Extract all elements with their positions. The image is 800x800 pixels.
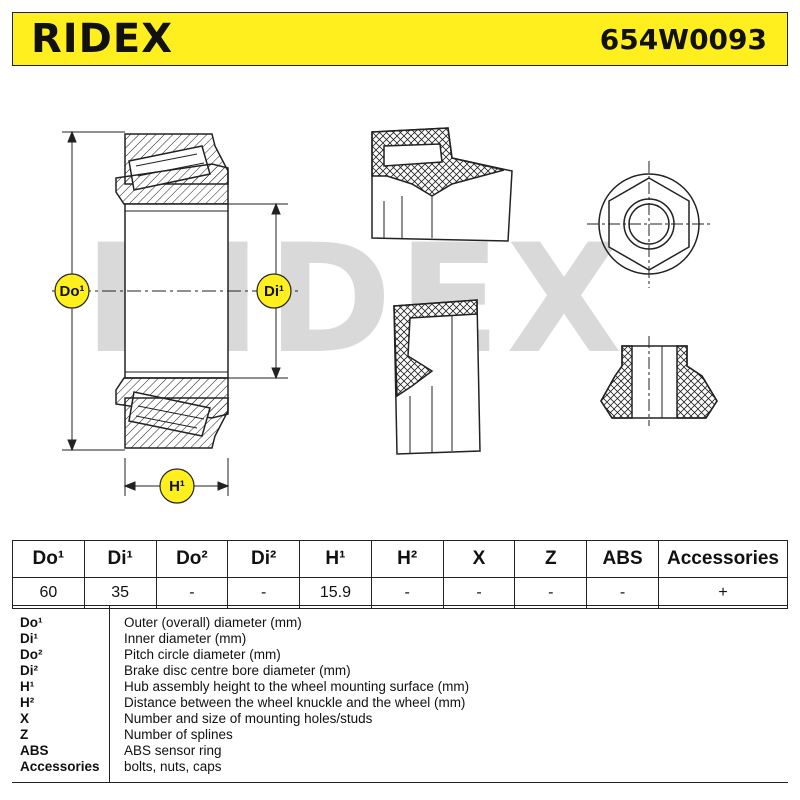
legend-item: Z Number of splines [12, 727, 788, 743]
legend-item: Di¹ Inner diameter (mm) [12, 631, 788, 647]
legend-key: H² [20, 695, 35, 710]
value-cell: - [155, 577, 229, 609]
legend-desc: Hub assembly height to the wheel mountin… [124, 679, 470, 694]
legend-desc: Distance between the wheel knuckle and t… [124, 695, 466, 710]
part-number: 654W0093 [599, 23, 767, 56]
legend-divider [109, 606, 110, 782]
header-cell: Do² [155, 540, 229, 578]
legend-desc: bolts, nuts, caps [124, 759, 222, 774]
legend-key: Accessories [20, 759, 100, 774]
header-cell: Do¹ [12, 540, 85, 578]
legend-key: Do² [20, 647, 43, 662]
value-cell: - [514, 577, 588, 609]
header-cell: Di² [227, 540, 301, 578]
header-cell: ABS [586, 540, 659, 578]
value-cell: - [370, 577, 444, 609]
legend-desc: ABS sensor ring [124, 743, 222, 758]
value-cell: - [227, 577, 301, 609]
svg-text:H¹: H¹ [169, 478, 185, 495]
svg-text:Di¹: Di¹ [264, 283, 284, 300]
header-cell: H¹ [299, 540, 372, 578]
legend-key: Z [20, 727, 29, 742]
legend-key: Do¹ [20, 615, 43, 630]
legend-item: Di² Brake disc centre bore diameter (mm) [12, 663, 788, 679]
value-cell: - [442, 577, 516, 609]
legend-key: Di² [20, 663, 38, 678]
legend-desc: Outer (overall) diameter (mm) [124, 615, 302, 630]
bearing-section-drawing [52, 133, 302, 449]
nut-side-section-drawing [600, 336, 718, 426]
value-cell: 60 [12, 577, 85, 609]
legend-panel: Do¹ Outer (overall) diameter (mm) Di¹ In… [12, 605, 788, 783]
legend-desc: Pitch circle diameter (mm) [124, 647, 281, 662]
header-cell: Di¹ [83, 540, 157, 578]
legend-item: Do² Pitch circle diameter (mm) [12, 647, 788, 663]
header-cell: H² [370, 540, 444, 578]
specs-header-row: Do¹ Di¹ Do² Di² H¹ H² X Z ABS Accessorie… [12, 540, 788, 578]
technical-drawing: RIDEX [12, 66, 788, 540]
di1-badge: Di¹ [256, 273, 292, 309]
value-cell: 15.9 [299, 577, 372, 609]
legend-item: ABS ABS sensor ring [12, 743, 788, 759]
header-cell: X [442, 540, 516, 578]
header-bar: RIDEX 654W0093 [12, 12, 788, 66]
legend-item: X Number and size of mounting holes/stud… [12, 711, 788, 727]
value-cell: 35 [83, 577, 157, 609]
legend-desc: Inner diameter (mm) [124, 631, 247, 646]
do1-badge: Do¹ [54, 273, 90, 309]
legend-item: Do¹ Outer (overall) diameter (mm) [12, 615, 788, 631]
legend-item: H¹ Hub assembly height to the wheel moun… [12, 679, 788, 695]
legend-key: X [20, 711, 30, 726]
legend-item: H² Distance between the wheel knuckle an… [12, 695, 788, 711]
legend-desc: Number and size of mounting holes/studs [124, 711, 373, 726]
legend-desc: Number of splines [124, 727, 233, 742]
specs-value-row: 60 35 - - 15.9 - - - - + [12, 577, 788, 609]
nut-top-view-drawing [587, 161, 712, 288]
brand-logo: RIDEX [31, 16, 174, 62]
seal-detail-top-drawing [371, 127, 513, 242]
h1-badge: H¹ [159, 468, 195, 504]
specs-table: Do¹ Di¹ Do² Di² H¹ H² X Z ABS Accessorie… [12, 540, 788, 609]
seal-detail-bottom-drawing [393, 299, 481, 455]
legend-key: H¹ [20, 679, 35, 694]
legend-desc: Brake disc centre bore diameter (mm) [124, 663, 351, 678]
legend-key: ABS [20, 743, 49, 758]
legend-key: Di¹ [20, 631, 38, 646]
svg-text:Do¹: Do¹ [60, 283, 85, 300]
header-cell: Z [514, 540, 588, 578]
header-cell: Accessories [658, 540, 788, 578]
legend-item: Accessories bolts, nuts, caps [12, 759, 788, 775]
value-cell: + [658, 577, 788, 609]
value-cell: - [586, 577, 659, 609]
